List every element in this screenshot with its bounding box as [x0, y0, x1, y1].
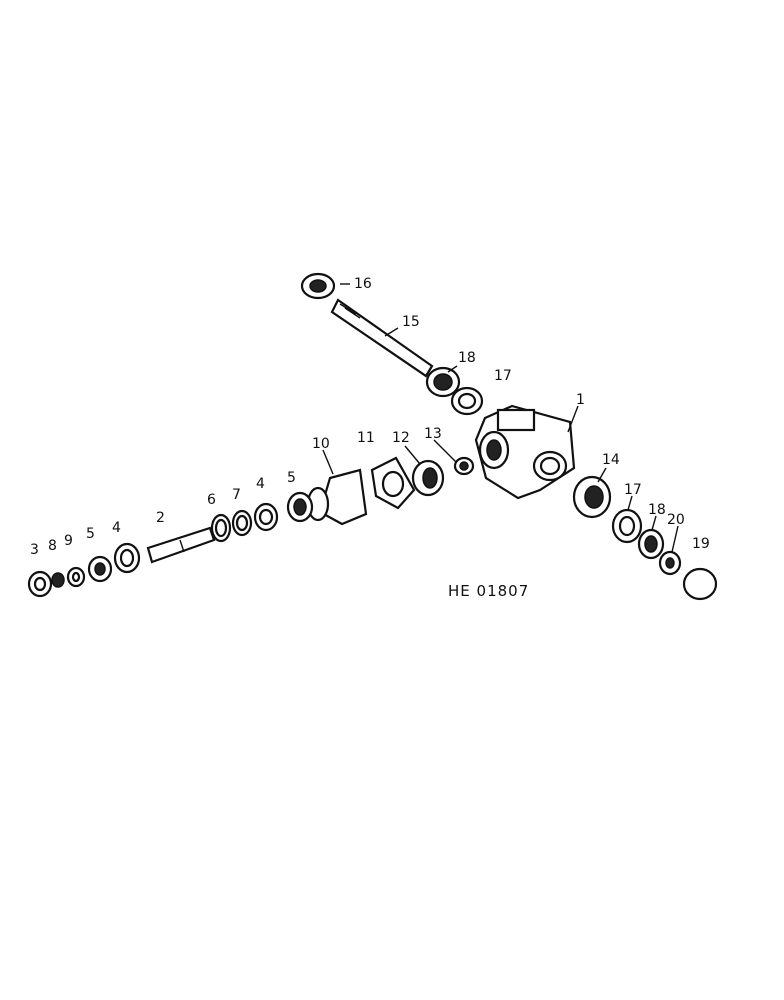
label-17-lower: 17 — [624, 482, 642, 498]
part-14-gear — [572, 475, 612, 519]
part-4-left-cup — [113, 542, 141, 574]
part-7-ring — [231, 509, 253, 537]
part-1-housing — [474, 404, 576, 500]
label-18-lower: 18 — [648, 502, 666, 518]
label-12: 12 — [392, 430, 410, 446]
part-17-lower-cup — [611, 508, 643, 544]
part-18-lower-bearing — [637, 528, 665, 560]
label-15: 15 — [402, 314, 420, 330]
label-17-upper: 17 — [494, 368, 512, 384]
label-14: 14 — [602, 452, 620, 468]
label-4-right: 4 — [256, 476, 265, 492]
part-5-right-bearing — [286, 491, 314, 523]
part-4-right-cup — [253, 502, 279, 532]
label-5-right: 5 — [287, 470, 296, 486]
part-15-shaft — [330, 298, 434, 378]
part-17-upper-cup — [450, 386, 484, 416]
label-1: 1 — [576, 392, 585, 408]
part-6-ring — [210, 513, 232, 543]
part-8-nut — [51, 572, 65, 588]
label-7: 7 — [232, 487, 241, 503]
part-19-cap — [682, 567, 718, 601]
part-12-bearing — [411, 459, 445, 497]
part-11-gasket — [370, 456, 416, 510]
part-18-upper-bearing — [425, 366, 461, 398]
label-6: 6 — [207, 492, 216, 508]
part-9-washer — [66, 566, 86, 588]
part-5-left-bearing — [87, 555, 113, 583]
label-11: 11 — [357, 430, 375, 446]
label-5-left: 5 — [86, 526, 95, 542]
label-2: 2 — [156, 510, 165, 526]
label-9: 9 — [64, 533, 73, 549]
diagram-code: HE 01807 — [448, 582, 529, 600]
label-19: 19 — [692, 536, 710, 552]
part-labels: 1 2 3 4 4 5 5 6 7 8 9 10 11 12 13 14 15 … — [30, 276, 710, 600]
label-18-upper: 18 — [458, 350, 476, 366]
leader-lines — [322, 283, 679, 553]
part-3-seal — [27, 570, 53, 598]
label-8: 8 — [48, 538, 57, 554]
part-13-seal — [453, 456, 475, 476]
label-10: 10 — [312, 436, 330, 452]
part-16-bearing — [300, 272, 336, 300]
part-10-flange-housing — [306, 468, 368, 526]
label-20: 20 — [667, 512, 685, 528]
label-13: 13 — [424, 426, 442, 442]
part-20-washer — [658, 550, 682, 576]
part-2-shaft — [146, 526, 216, 564]
label-4-left: 4 — [112, 520, 121, 536]
label-16: 16 — [354, 276, 372, 292]
label-3: 3 — [30, 542, 39, 558]
